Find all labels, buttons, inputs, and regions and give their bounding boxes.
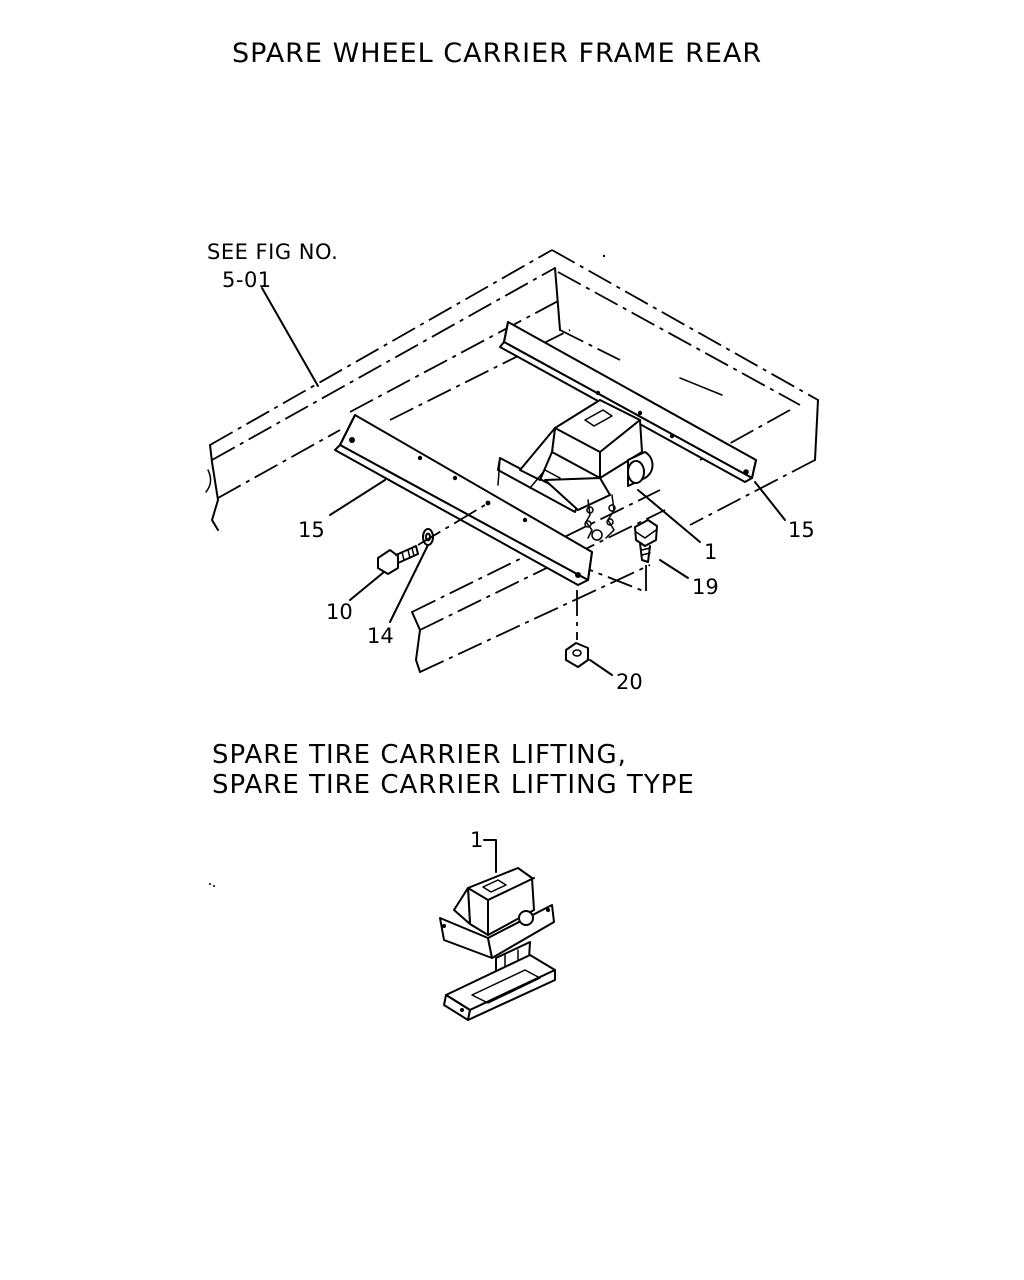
callout-15-right: 15 bbox=[788, 518, 815, 542]
nut-20 bbox=[565, 642, 589, 668]
bolt-19 bbox=[634, 519, 658, 563]
carrier-winch bbox=[497, 399, 654, 541]
section-heading-line-2: SPARE TIRE CARRIER LIFTING TYPE bbox=[212, 770, 695, 800]
assembly-lines bbox=[417, 504, 647, 640]
callout-15-left: 15 bbox=[298, 518, 325, 542]
callout-20: 20 bbox=[616, 670, 643, 694]
leader-lines bbox=[261, 287, 786, 676]
callout-10: 10 bbox=[326, 600, 353, 624]
frame-rails bbox=[205, 249, 819, 673]
callout-1: 1 bbox=[704, 540, 718, 564]
section-heading-line-1: SPARE TIRE CARRIER LIFTING, bbox=[212, 740, 627, 770]
diagram-title: SPARE WHEEL CARRIER FRAME REAR bbox=[232, 38, 763, 69]
reference-line-2: 5-01 bbox=[222, 268, 272, 292]
callout-19: 19 bbox=[692, 575, 719, 599]
callout-14: 14 bbox=[367, 624, 394, 648]
reference-line-1: SEE FIG NO. bbox=[207, 240, 339, 264]
bolt-10 bbox=[377, 545, 419, 575]
callout-1-detail: 1 bbox=[470, 828, 484, 852]
carrier-detail-view bbox=[439, 839, 556, 1021]
left-bracket bbox=[334, 414, 593, 586]
